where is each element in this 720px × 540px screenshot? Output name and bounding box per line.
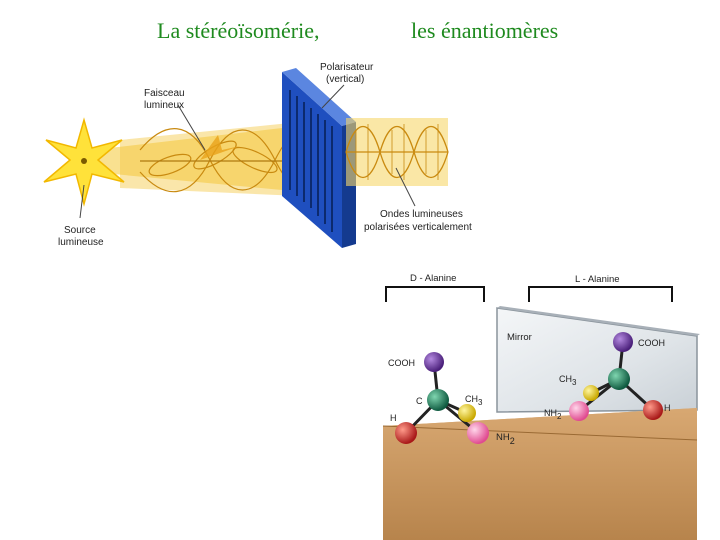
source-label-line1: Source [64,225,96,236]
light-source-star-icon [43,117,125,207]
beam-label-line2: lumineux [144,100,184,111]
l-atom-nh2 [569,401,589,421]
l-nh2-label: NH2 [544,408,562,421]
d-ch3-label: CH3 [465,394,483,407]
polarized-wave [345,118,449,186]
d-atom-c [427,389,449,411]
l-atom-cooh [613,332,633,352]
d-h-label: H [390,413,397,423]
leader-lines [79,84,416,219]
d-cooh-label: COOH [388,358,415,368]
alanine-illustration: D - Alanine L - Alanine Mirror COOH C H [382,273,700,540]
d-atom-cooh [424,352,444,372]
polarization-illustration: Faisceau lumineux Polarisateur (vertical… [43,62,472,248]
bracket-l [528,286,673,302]
l-atom-h [643,400,663,420]
l-atom-c [608,368,630,390]
polarizer-label-line1: Polarisateur [320,62,374,73]
d-alanine-label: D - Alanine [410,273,456,284]
d-atom-nh2 [467,422,489,444]
waves-label-line1: Ondes lumineuses [380,209,463,220]
d-nh2-label: NH2 [496,432,515,446]
mirror [496,306,700,413]
l-h-label: H [664,403,671,413]
beam-label-line1: Faisceau [144,88,185,99]
l-ch3-label: CH3 [559,374,577,387]
bracket-d [385,286,485,302]
table-surface [382,408,698,540]
d-atom-ch3 [458,404,476,422]
light-beam [92,122,306,196]
d-c-label: C [416,396,423,406]
source-label-line2: lumineuse [58,237,104,248]
waves-label-line2: polarisées verticalement [364,222,472,233]
d-atom-h [395,422,417,444]
l-alanine-label: L - Alanine [575,274,620,285]
mirror-label: Mirror [507,332,532,343]
title-left: La stéréoïsomérie, [157,18,320,43]
title-right: les énantiomères [411,18,559,43]
l-cooh-label: COOH [638,338,665,348]
polarizer-filter [282,68,356,248]
polarizer-label-line2: (vertical) [326,74,364,85]
l-atom-ch3 [583,385,599,401]
